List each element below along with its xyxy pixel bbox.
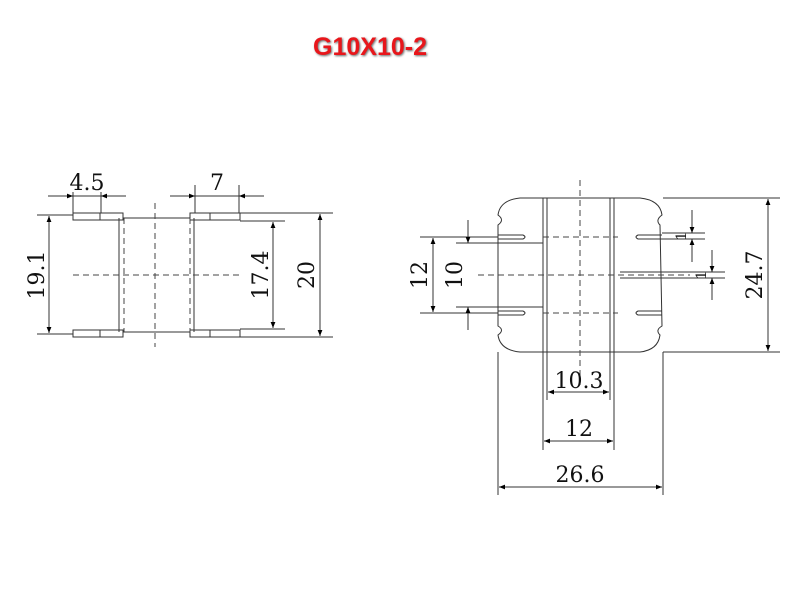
dim-core-inner: 10.3	[555, 369, 604, 394]
dim-slot-outer: 12	[408, 261, 433, 289]
side-view: 4.5 7 19.1 17.4 20	[25, 171, 333, 347]
dim-slot-width-top: 1	[674, 232, 690, 241]
drawing-title: G10X10-2	[313, 33, 427, 61]
dim-left-height: 19.1	[25, 251, 50, 300]
top-view: 12 10 1 1 24.7 10.3 12 26.6	[408, 180, 780, 495]
dim-right-width: 7	[210, 171, 224, 196]
dim-slot-inner: 10	[443, 261, 468, 289]
dim-flange-width: 4.5	[70, 171, 105, 196]
dim-outer-height: 20	[295, 261, 320, 289]
dim-slot-width-mid: 1	[694, 271, 710, 280]
dim-height: 24.7	[743, 251, 768, 300]
dim-total-width: 26.6	[556, 463, 605, 488]
dim-inner-height: 17.4	[249, 251, 274, 300]
dim-core-outer: 12	[565, 417, 593, 442]
